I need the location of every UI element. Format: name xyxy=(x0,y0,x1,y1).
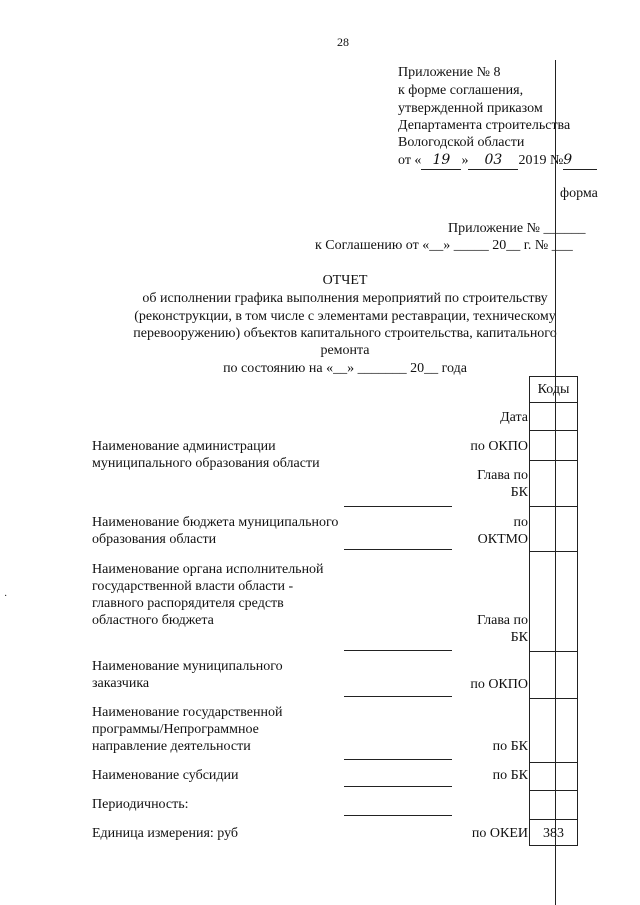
status-date-line: по состоянию на «__» _______ 20__ года xyxy=(223,361,467,376)
form-label: форма xyxy=(560,186,598,201)
admin-name-label: Наименование администрации муниципальног… xyxy=(92,439,320,471)
periodicity-label: Периодичность: xyxy=(92,797,189,812)
codes-border xyxy=(529,819,578,820)
authority-name-label: Наименование органа исполнительной госуд… xyxy=(92,562,324,628)
unit-label: Единица измерения: руб xyxy=(92,826,239,841)
attachment-line: Приложение № 8 xyxy=(398,65,501,80)
codes-border xyxy=(529,845,578,846)
attachment-line: Департамента строительства xyxy=(398,118,571,133)
codes-column-right-border xyxy=(577,376,578,846)
page-number: 28 xyxy=(337,35,349,49)
okei-code-value: 383 xyxy=(543,826,564,841)
codes-border xyxy=(529,460,578,461)
codes-border xyxy=(529,430,578,431)
agreement-line: к Соглашению от «__» _____ 20__ г. № ___ xyxy=(315,238,573,253)
date-prefix: от « xyxy=(398,153,422,168)
date-day: 19 xyxy=(421,152,462,170)
fill-line xyxy=(344,786,452,787)
report-subtitle-line: об исполнении графика выполнения меропри… xyxy=(142,291,548,306)
fill-line xyxy=(344,549,452,550)
date-year: 2019 № xyxy=(518,153,564,168)
codes-border xyxy=(529,506,578,507)
report-title: ОТЧЕТ xyxy=(322,273,368,288)
date-month: 03 xyxy=(468,152,519,170)
code-label-bk: по БК xyxy=(492,768,528,783)
code-label-bk: Глава по БК xyxy=(477,468,528,500)
fill-line xyxy=(344,696,452,697)
codes-border xyxy=(529,698,578,699)
code-label-okpo: по ОКПО xyxy=(470,677,528,692)
program-name-label: Наименование государственной программы/Н… xyxy=(92,705,283,754)
attachment-line: утвержденной приказом xyxy=(398,101,543,116)
margin-mark: · xyxy=(4,591,8,602)
fill-line xyxy=(344,759,452,760)
code-label-bk: по БК xyxy=(492,739,528,754)
subsidy-name-label: Наименование субсидии xyxy=(92,768,239,783)
codes-border xyxy=(529,402,578,403)
code-label-okpo: по ОКПО xyxy=(470,439,528,454)
attachment-line: Вологодской области xyxy=(398,135,525,150)
date-mid: » xyxy=(461,153,469,168)
fill-line xyxy=(344,815,452,816)
codes-column-left-border xyxy=(529,376,530,846)
customer-name-label: Наименование муниципального заказчика xyxy=(92,659,283,691)
report-subtitle-line: ремонта xyxy=(320,343,370,358)
attachment-line: к форме соглашения, xyxy=(398,83,524,98)
codes-border xyxy=(529,376,578,377)
scan-fold-line xyxy=(555,60,556,905)
codes-border xyxy=(529,762,578,763)
code-label-bk: Глава по БК xyxy=(477,613,528,645)
report-subtitle-line: перевооружению) объектов капитального ст… xyxy=(133,326,557,341)
code-label-date: Дата xyxy=(500,410,528,425)
agreement-line: Приложение № ______ xyxy=(448,221,586,236)
fill-line xyxy=(344,506,452,507)
codes-header: Коды xyxy=(537,382,570,397)
codes-border xyxy=(529,790,578,791)
codes-border xyxy=(529,651,578,652)
fill-line xyxy=(344,650,452,651)
code-label-okei: по ОКЕИ xyxy=(471,826,528,841)
date-number: 9 xyxy=(563,152,598,170)
codes-border xyxy=(529,551,578,552)
report-subtitle-line: (реконструкции, в том числе с элементами… xyxy=(134,309,556,324)
code-label-oktmo: по ОКТМО xyxy=(477,515,528,547)
budget-name-label: Наименование бюджета муниципального обра… xyxy=(92,515,339,547)
